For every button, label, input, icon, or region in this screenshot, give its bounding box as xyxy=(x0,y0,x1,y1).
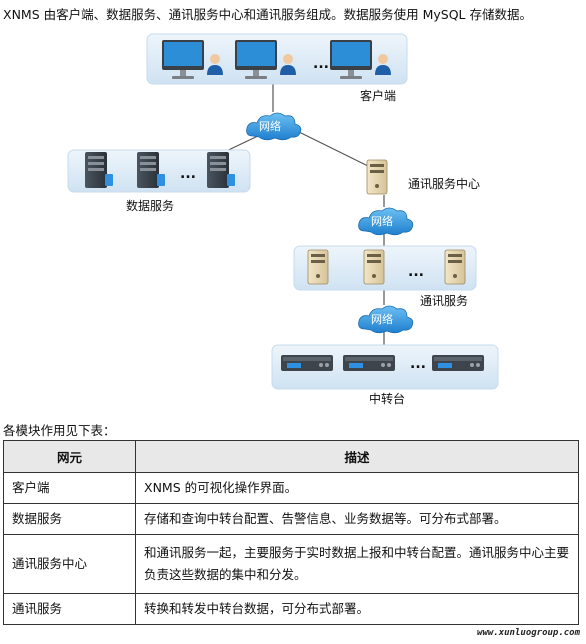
connection-lines xyxy=(217,83,385,347)
module-table: 网元 描述 客户端 XNMS 的可视化操作界面。 数据服务 存储和查询中转台配置… xyxy=(3,440,579,625)
row-name: 通讯服务 xyxy=(3,593,136,625)
architecture-diagram: ... 客户端 网络 ... 数据服务 通讯服务中心 网络 ... 通讯服务 网… xyxy=(67,33,499,406)
comm-server-icon xyxy=(307,249,329,285)
table-header-row: 网元 描述 xyxy=(3,440,579,473)
watermark: www.xunluogroup.com xyxy=(477,628,580,638)
comm-center-label: 通讯服务中心 xyxy=(408,176,480,191)
repeater-icon xyxy=(281,355,333,371)
network-cloud-icon: 网络 xyxy=(358,207,414,236)
row-desc: 存储和查询中转台配置、告警信息、业务数据等。可分布式部署。 xyxy=(135,503,579,535)
table-row: 数据服务 存储和查询中转台配置、告警信息、业务数据等。可分布式部署。 xyxy=(3,503,579,535)
table-row: 通讯服务中心 和通讯服务一起，主要服务于实时数据上报和中转台配置。通讯服务中心主… xyxy=(3,534,579,594)
header-network-element: 网元 xyxy=(3,440,136,473)
repeater-group: ... xyxy=(271,344,499,390)
data-service-ellipsis: ... xyxy=(180,166,196,182)
repeater-icon xyxy=(343,355,395,371)
intro-paragraph: XNMS 由客户端、数据服务、通讯服务中心和通讯服务组成。数据服务使用 MySQ… xyxy=(3,7,532,22)
svg-text:网络: 网络 xyxy=(371,312,393,326)
row-name: 客户端 xyxy=(3,472,136,504)
comm-server-icon xyxy=(363,249,385,285)
client-label: 客户端 xyxy=(360,88,396,103)
repeater-label: 中转台 xyxy=(369,391,405,406)
comm-service-group: ... xyxy=(293,245,477,291)
svg-text:网络: 网络 xyxy=(371,214,393,228)
client-group: ... xyxy=(146,33,408,85)
repeater-icon xyxy=(432,355,484,371)
network-cloud-icon: 网络 xyxy=(358,305,414,334)
row-desc: XNMS 的可视化操作界面。 xyxy=(135,472,579,504)
comm-server-icon xyxy=(444,249,466,285)
client-ellipsis: ... xyxy=(313,56,329,72)
table-intro: 各模块作用见下表： xyxy=(3,423,116,438)
data-service-label: 数据服务 xyxy=(126,198,174,213)
svg-text:网络: 网络 xyxy=(259,119,281,133)
header-description: 描述 xyxy=(135,440,579,473)
comm-service-label: 通讯服务 xyxy=(420,293,468,308)
row-name: 数据服务 xyxy=(3,503,136,535)
data-service-group: ... xyxy=(67,149,251,193)
comm-service-ellipsis: ... xyxy=(408,264,424,280)
repeater-ellipsis: ... xyxy=(410,356,426,372)
row-name: 通讯服务中心 xyxy=(3,534,136,594)
table-row: 通讯服务 转换和转发中转台数据，可分布式部署。 xyxy=(3,593,579,625)
table-row: 客户端 XNMS 的可视化操作界面。 xyxy=(3,472,579,504)
network-cloud-icon: 网络 xyxy=(246,112,302,141)
row-desc: 转换和转发中转台数据，可分布式部署。 xyxy=(135,593,579,625)
comm-center-server-icon xyxy=(366,159,388,195)
row-desc: 和通讯服务一起，主要服务于实时数据上报和中转台配置。通讯服务中心主要负责这些数据… xyxy=(135,534,579,594)
